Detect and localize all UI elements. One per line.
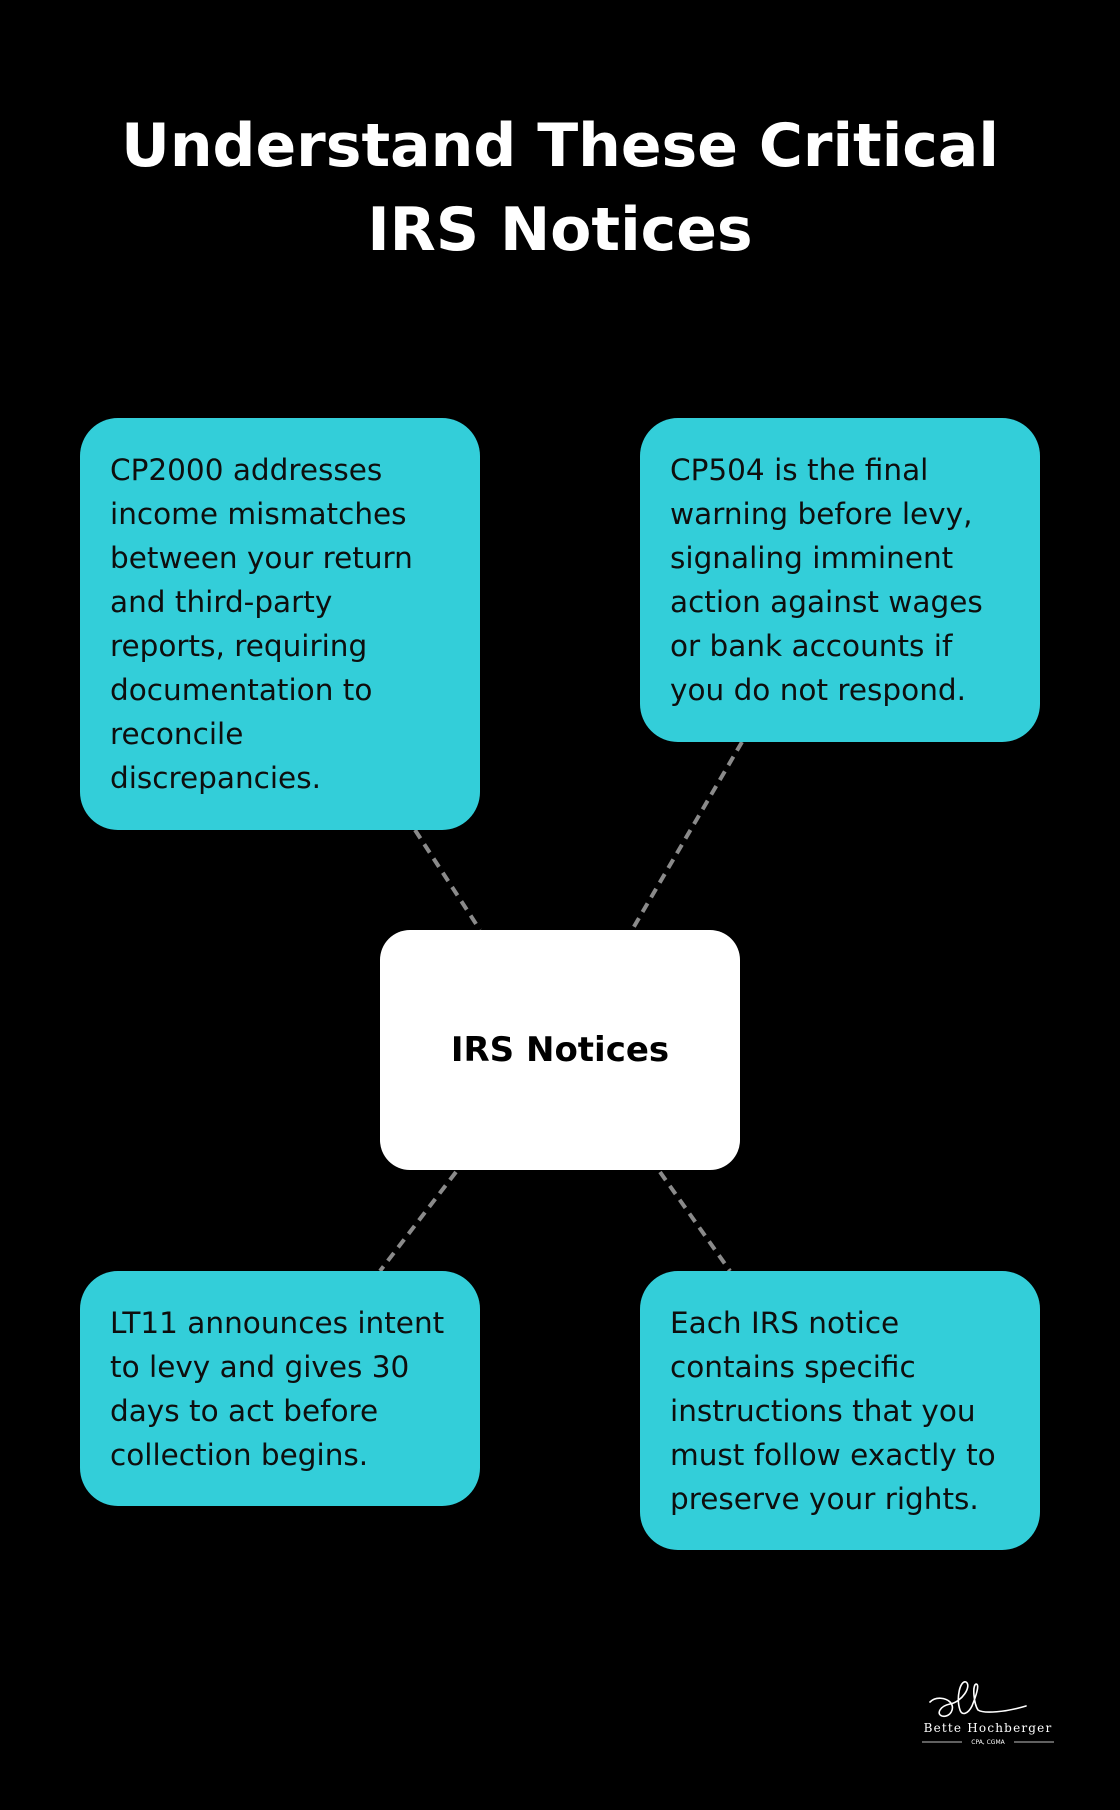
page-title: Understand These Critical IRS Notices [121, 111, 999, 265]
connector-bottom-left [378, 1170, 458, 1273]
logo-name: Bette Hochberger [924, 1721, 1053, 1735]
connector-top-left [413, 828, 482, 932]
notice-card-text: CP504 is the final warning before levy, … [670, 453, 983, 707]
notice-card-general: Each IRS notice contains specific instru… [640, 1271, 1040, 1550]
notice-card-cp504: CP504 is the final warning before levy, … [640, 418, 1040, 742]
center-node-label: IRS Notices [450, 1030, 670, 1070]
notice-card-text: CP2000 addresses income mismatches betwe… [110, 453, 413, 795]
center-node: IRS Notices [380, 930, 740, 1170]
notice-card-cp2000: CP2000 addresses income mismatches betwe… [80, 418, 480, 830]
connector-top-right [630, 740, 744, 932]
notice-card-text: LT11 announces intent to levy and gives … [110, 1306, 445, 1472]
connector-bottom-right [658, 1170, 732, 1273]
brand-logo: Bette Hochberger CPA, CGMA [922, 1681, 1054, 1746]
notice-card-lt11: LT11 announces intent to levy and gives … [80, 1271, 480, 1506]
logo-credentials: CPA, CGMA [971, 1739, 1005, 1746]
signature-flourish [929, 1681, 1027, 1718]
notice-card-text: Each IRS notice contains specific instru… [670, 1306, 996, 1516]
